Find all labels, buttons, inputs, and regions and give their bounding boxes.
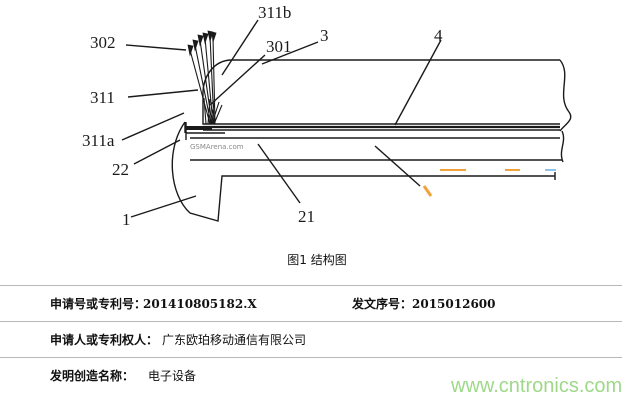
site-watermark: www.cntronics.com — [451, 375, 623, 397]
label-4: 4 — [434, 26, 443, 45]
label-311: 311 — [90, 88, 115, 107]
light-rays — [189, 35, 223, 125]
patent-structure-drawing: 302 311b 301 3 4 311 311a 22 1 21 GSMAre… — [82, 3, 572, 229]
applicant-value: 广东欧珀移动通信有限公司 — [162, 333, 307, 347]
applicant-label: 申请人或专利权人： — [50, 333, 159, 347]
info-row-application-number: 申请号或专利号： 201410805182.X 发文序号： 2015012600 — [0, 285, 622, 321]
label-21: 21 — [298, 207, 315, 226]
label-311a: 311a — [82, 131, 115, 150]
application-number-value: 201410805182.X — [143, 297, 257, 311]
info-row-invention-title: 发明创造名称： 电子设备 — [0, 357, 622, 393]
document-number-value: 2015012600 — [412, 297, 496, 311]
application-number-label: 申请号或专利号： — [50, 297, 147, 311]
label-1: 1 — [122, 210, 131, 229]
part-1-frame — [171, 121, 555, 222]
label-3: 3 — [320, 26, 329, 45]
part-3-panel — [202, 59, 560, 125]
invention-title-label: 发明创造名称： — [50, 369, 135, 383]
figure-caption: 图1 结构图 — [287, 253, 347, 267]
document-number-label: 发文序号： — [352, 297, 413, 311]
figure-inner-watermark: GSMArena.com — [190, 143, 244, 151]
info-row-applicant: 申请人或专利权人： 广东欧珀移动通信有限公司 — [0, 321, 622, 357]
label-302: 302 — [90, 33, 116, 52]
label-311b: 311b — [258, 3, 291, 22]
label-22: 22 — [112, 160, 129, 179]
invention-title-value: 电子设备 — [148, 369, 197, 383]
label-301: 301 — [266, 37, 292, 56]
